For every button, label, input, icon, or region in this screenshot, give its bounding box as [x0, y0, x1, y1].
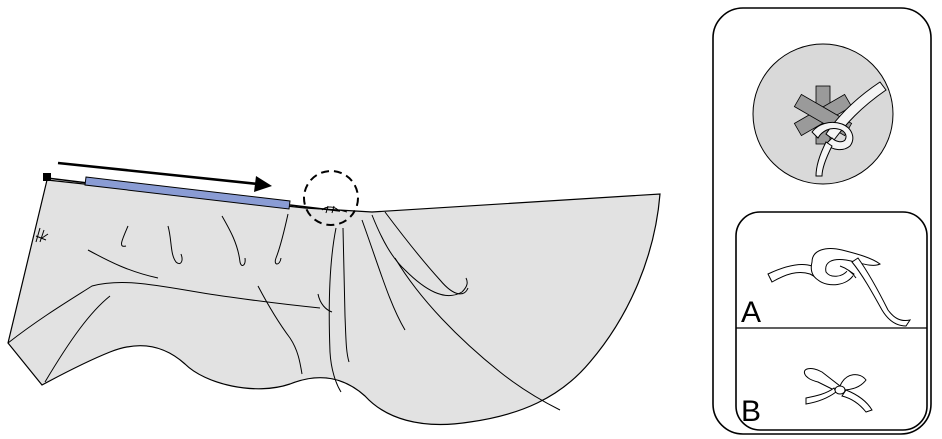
- step-a-label: A: [741, 298, 761, 328]
- detail-panel: [713, 8, 931, 434]
- anchor-detail: [753, 44, 893, 184]
- fabric-outline: [8, 180, 660, 424]
- step-b-label: B: [741, 397, 761, 427]
- rod-end-cap: [43, 173, 51, 181]
- fabric-cover: [8, 180, 660, 424]
